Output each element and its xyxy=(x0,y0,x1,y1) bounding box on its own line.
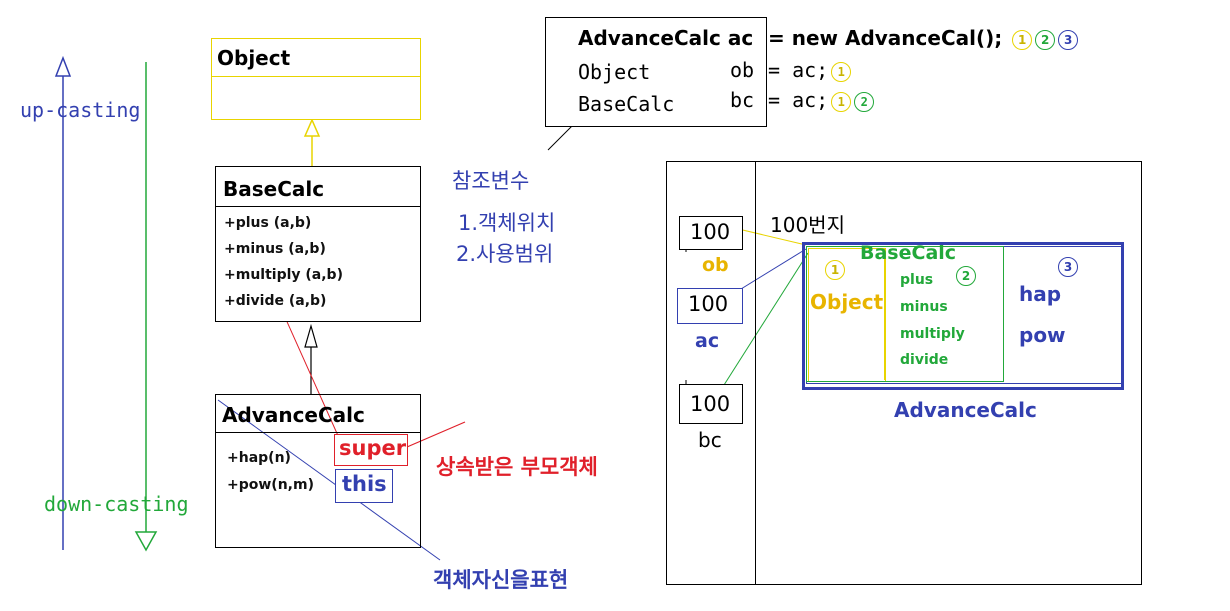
bc-pointer xyxy=(723,252,809,386)
heap-marker-1: 1 xyxy=(825,260,845,280)
basecalc-method-multiply: +multiply (a,b) xyxy=(224,267,343,283)
object-class-divider xyxy=(212,76,420,77)
heap-method-multiply: multiply xyxy=(900,326,965,342)
var-ob-box: 100 xyxy=(679,216,743,250)
var-bc-name: bc xyxy=(698,428,722,452)
basecalc-class-divider xyxy=(216,206,420,207)
marker-2-green: 2 xyxy=(854,91,875,112)
marker-1-yellow: 1 xyxy=(831,91,852,112)
super-annotation-line xyxy=(399,421,466,451)
up-casting-label: up-casting xyxy=(20,98,141,122)
var-bc-value: 100 xyxy=(690,392,731,416)
heap-object-label: Object xyxy=(810,290,884,314)
code-line3-expr-text: = ac; xyxy=(768,88,829,112)
heap-object-outer xyxy=(802,242,1124,390)
object-class-name: Object xyxy=(217,46,291,70)
object-inheritance-arrowhead xyxy=(303,118,321,137)
code-line2-var: ob xyxy=(730,58,755,82)
var-ac-box: 100 xyxy=(677,288,743,324)
reference-note-item1: 1.객체위치 xyxy=(458,211,556,235)
super-description: 상속받은 부모객체 xyxy=(436,455,598,479)
heap-address-label: 100번지 xyxy=(770,213,845,237)
reference-pointer-line xyxy=(547,125,573,151)
heap-method-divide: divide xyxy=(900,352,949,368)
reference-note-title: 참조변수 xyxy=(452,169,530,193)
heap-advancecalc-label: AdvanceCalc xyxy=(894,398,1037,422)
basecalc-method-plus: +plus (a,b) xyxy=(224,215,312,231)
heap-basecalc-label: BaseCalc xyxy=(860,242,957,264)
var-ob-name: ob xyxy=(702,254,729,276)
heap-method-hap: hap xyxy=(1019,282,1062,306)
basecalc-class-name: BaseCalc xyxy=(223,177,325,201)
super-keyword: super xyxy=(339,436,407,460)
down-casting-arrowhead xyxy=(134,531,158,552)
reference-note-item2: 2.사용범위 xyxy=(456,242,554,266)
heap-method-pow: pow xyxy=(1019,323,1066,347)
code-line2-type: Object xyxy=(578,60,651,84)
code-line2-expr-text: = ac; xyxy=(768,58,829,82)
code-line3-type: BaseCalc xyxy=(578,92,675,116)
basecalc-class-box xyxy=(215,166,421,322)
memory-frame xyxy=(666,161,1142,585)
var-ob-value: 100 xyxy=(690,220,731,244)
var-ac-value: 100 xyxy=(688,292,729,316)
marker-3-blue: 3 xyxy=(1058,29,1079,50)
marker-1-yellow: 1 xyxy=(1012,29,1033,50)
this-description: 객체자신을표현 xyxy=(433,568,569,592)
code-line1-declaration: AdvanceCalc ac xyxy=(578,26,754,50)
heap-method-minus: minus xyxy=(900,299,948,315)
marker-1-yellow: 1 xyxy=(831,61,852,82)
heap-method-plus: plus xyxy=(900,272,934,288)
code-line2-expression: = ac;1 xyxy=(768,58,852,82)
var-bc-box: 100 xyxy=(679,384,743,424)
stack-divider xyxy=(755,161,756,584)
super-keyword-box: super xyxy=(334,434,408,466)
code-line1-expr-text: = new AdvanceCal(); xyxy=(768,26,1003,50)
basecalc-inheritance-arrowhead xyxy=(304,323,318,348)
advancecalc-class-divider xyxy=(216,432,420,433)
this-keyword: this xyxy=(342,472,387,496)
advancecalc-method-pow: +pow(n,m) xyxy=(227,477,314,493)
down-casting-label: down-casting xyxy=(44,492,189,516)
marker-2-green: 2 xyxy=(1035,29,1056,50)
basecalc-method-divide: +divide (a,b) xyxy=(224,293,327,309)
up-casting-arrowhead xyxy=(54,55,72,77)
heap-marker-3: 3 xyxy=(1058,257,1078,277)
advancecalc-method-hap: +hap(n) xyxy=(227,450,291,466)
this-keyword-box: this xyxy=(335,469,393,503)
object-class-box xyxy=(211,38,421,120)
basecalc-method-minus: +minus (a,b) xyxy=(224,241,326,257)
this-line xyxy=(217,399,441,561)
heap-marker-2: 2 xyxy=(956,266,976,286)
heap-basecalc-part xyxy=(806,246,1004,382)
advancecalc-class-box xyxy=(215,394,421,548)
heap-yellow-divider xyxy=(884,248,885,380)
advancecalc-class-name: AdvanceCalc xyxy=(222,403,365,427)
code-line3-var: bc xyxy=(730,88,755,112)
code-box xyxy=(545,17,767,127)
var-ac-name: ac xyxy=(695,330,720,352)
